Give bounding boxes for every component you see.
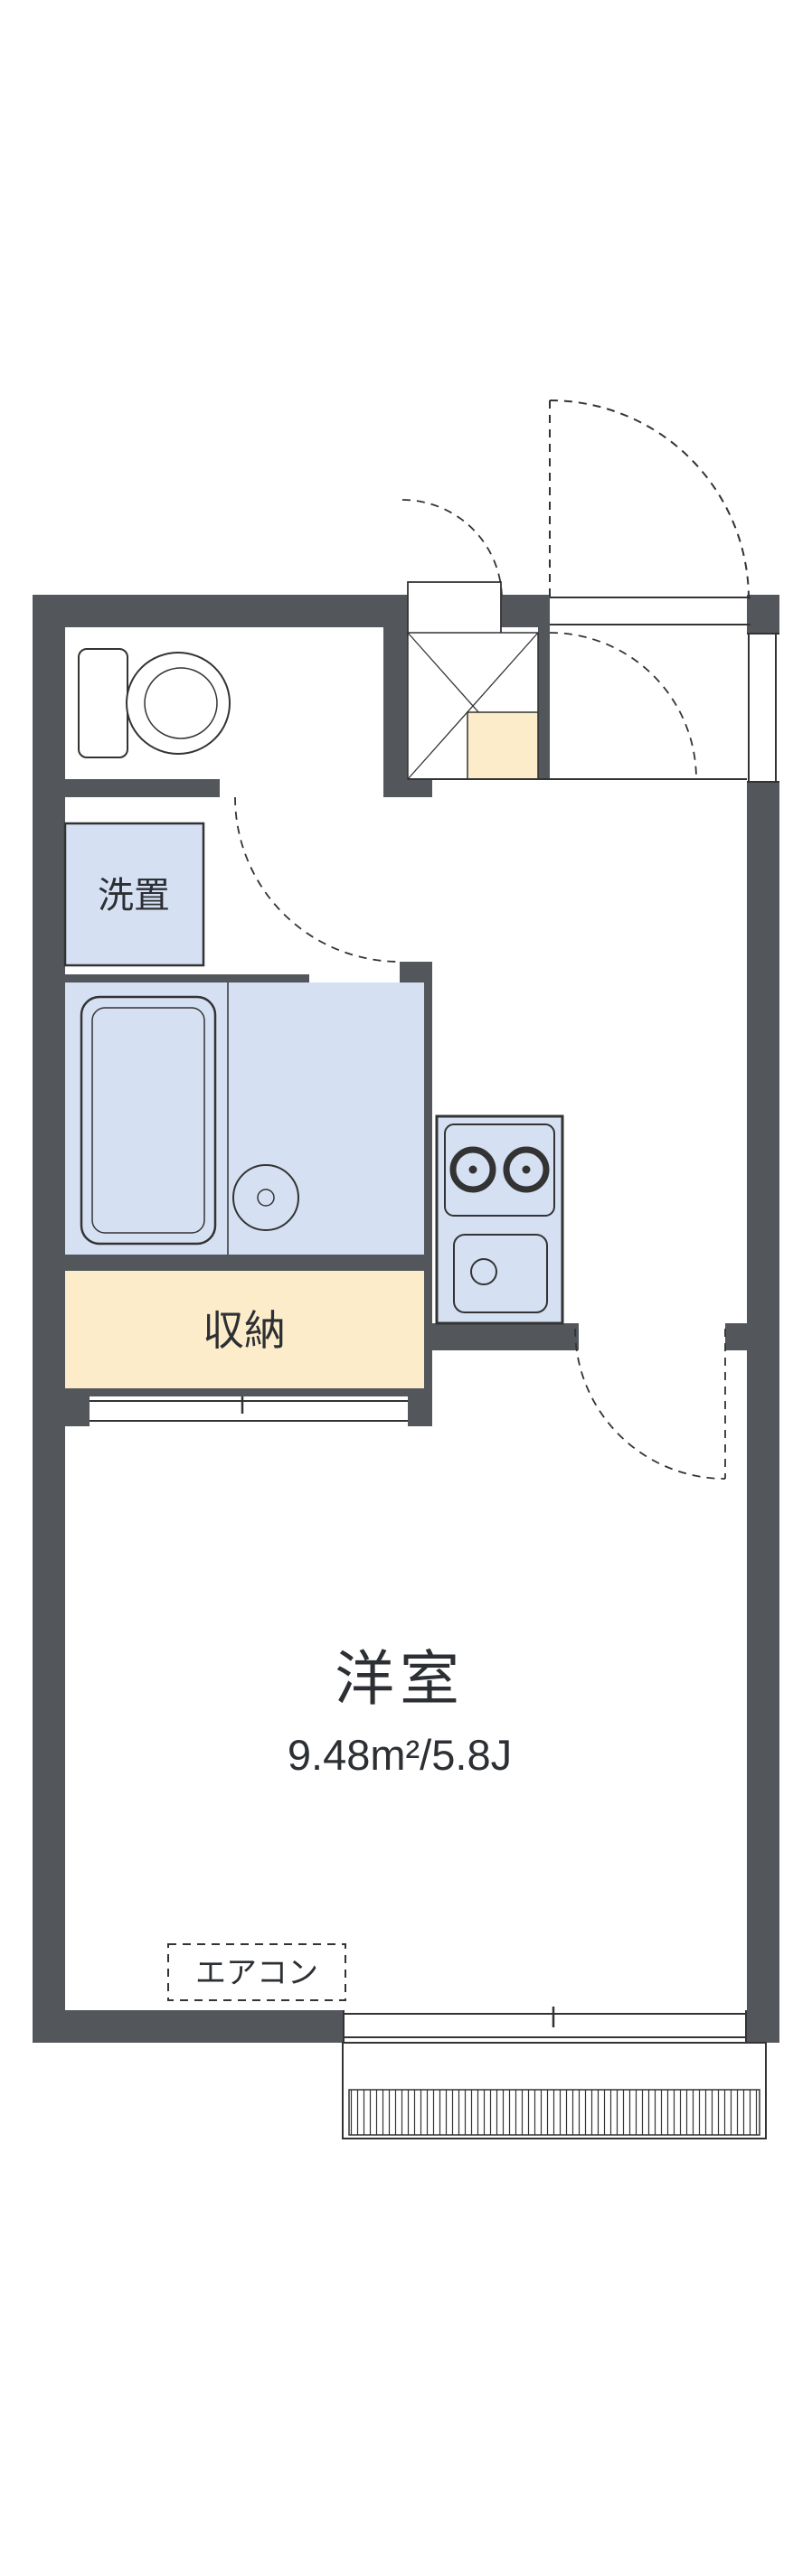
kitchen — [435, 1114, 564, 1325]
balcony-window — [343, 2007, 747, 2043]
closet-floor — [65, 1271, 424, 1388]
washer-label: 洗置 — [98, 876, 170, 916]
entrance-opening — [550, 597, 751, 625]
shoe-cabinet — [467, 711, 539, 780]
stove-burner-icon — [449, 1146, 496, 1193]
bathtub-inner-line — [91, 1007, 205, 1234]
wall-entry-stub — [538, 627, 550, 779]
wall-closet-window-left — [65, 1396, 90, 1426]
room-name-label: 洋室 — [335, 1645, 465, 1712]
aircon-label: エアコン — [195, 1956, 318, 1990]
toilet — [78, 648, 231, 758]
sink-drain-icon — [470, 1258, 497, 1285]
wall-roomdoor-stub — [725, 1323, 747, 1350]
windows — [90, 597, 779, 2043]
closet-label: 収納 — [203, 1307, 286, 1354]
wall-right-upper — [747, 595, 779, 633]
wall-right-lower — [747, 783, 779, 2043]
room-area-label: 9.48m²/5.8J — [288, 1731, 512, 1779]
entrance — [407, 581, 747, 780]
bathroom — [57, 974, 432, 1263]
wall-washroom-corner — [383, 779, 432, 797]
washer-area: 洗置 — [63, 822, 205, 967]
interior-walls — [33, 627, 747, 1426]
balcony-hatch — [348, 2089, 760, 2136]
hall-door-arc — [549, 632, 697, 780]
washer-box — [63, 822, 205, 967]
closet: 収納 — [57, 1263, 432, 1396]
toilet-bowl-icon — [126, 652, 231, 755]
aircon-box — [167, 1943, 346, 2001]
bathroom-door-gap — [309, 974, 400, 982]
right-wall-window — [747, 633, 779, 783]
wall-toilet-right — [383, 627, 408, 779]
stove-hob-outline — [444, 1123, 555, 1217]
aircon: エアコン — [167, 1943, 346, 2001]
washroom-door-arc — [234, 796, 401, 963]
porch-small-arc — [401, 499, 503, 600]
toilet-seat-icon — [144, 667, 218, 739]
bath-drain-icon — [257, 1189, 275, 1207]
wall-washroom-right-stub — [400, 962, 432, 974]
closet-window — [90, 1394, 408, 1422]
wall-bottom-left — [33, 2010, 343, 2043]
door-arcs — [234, 400, 750, 1480]
wall-bottom-right — [747, 2010, 779, 2043]
sink-icon — [453, 1234, 548, 1313]
wall-top-left — [33, 595, 408, 627]
wall-closet-window-right — [408, 1396, 432, 1426]
wall-kitchen-bottom — [408, 1323, 579, 1350]
room-door-arc — [574, 1328, 726, 1480]
wall-top-mid — [501, 595, 550, 627]
toilet-tank-icon — [78, 648, 128, 758]
kitchen-counter — [435, 1114, 564, 1325]
front-door-arc — [549, 400, 750, 600]
porch-step — [407, 581, 502, 640]
bathtub-icon — [80, 995, 217, 1246]
stove-burner-icon-2 — [503, 1146, 550, 1193]
bath-stool-icon — [232, 1164, 299, 1231]
main-room: 洋室 9.48m²/5.8J — [288, 1645, 512, 1779]
balcony — [342, 2042, 767, 2139]
wall-below-toilet — [33, 779, 220, 797]
